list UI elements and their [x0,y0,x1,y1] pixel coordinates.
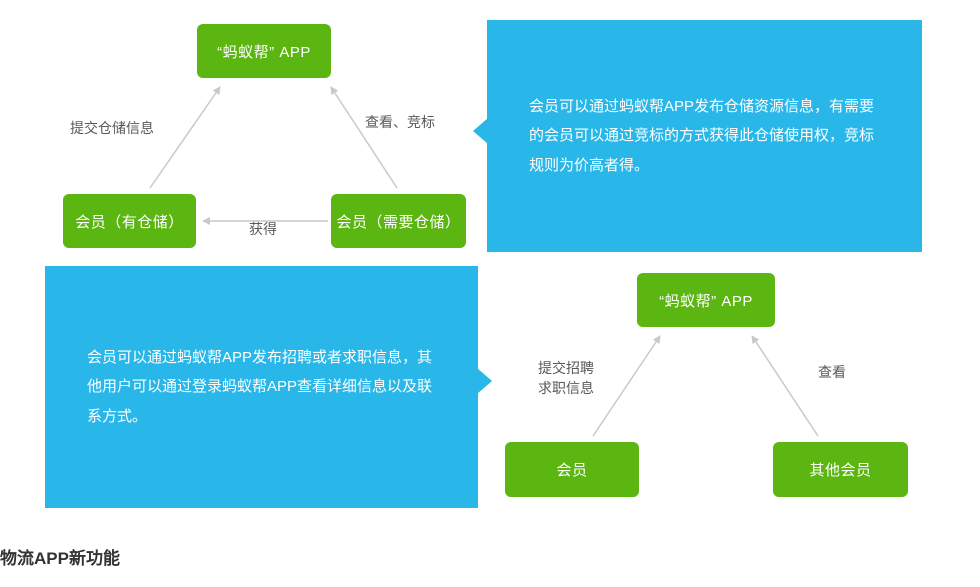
arrow-view [751,335,819,437]
callout-warehouse: 会员可以通过蚂蚁帮APP发布仓储资源信息，有需要的会员可以通过竞标的方式获得此仓… [473,20,922,252]
callout-warehouse-tail [473,118,488,144]
callout-job-tail [477,368,492,394]
arrow-submit-warehouse-info [149,86,221,189]
callout-warehouse-text: 会员可以通过蚂蚁帮APP发布仓储资源信息，有需要的会员可以通过竞标的方式获得此仓… [529,98,875,174]
node-member-has-warehouse: 会员（有仓储） [63,194,196,248]
callout-job-text: 会员可以通过蚂蚁帮APP发布招聘或者求职信息，其他用户可以通过登录蚂蚁帮APP查… [87,349,433,425]
edge-label-view-bid: 查看、竞标 [365,114,435,130]
node-member-needs-warehouse: 会员（需要仓储） [331,194,466,248]
page-title: 物流APP新功能 [0,549,120,568]
node-other-member: 其他会员 [773,442,908,497]
edge-label-submit-warehouse-info: 提交仓储信息 [70,120,154,136]
node-app-warehouse: “蚂蚁帮” APP [197,24,331,78]
callout-job: 会员可以通过蚂蚁帮APP发布招聘或者求职信息，其他用户可以通过登录蚂蚁帮APP查… [45,266,492,508]
node-app-job: “蚂蚁帮” APP [637,273,775,327]
edge-label-view: 查看 [818,364,846,380]
arrow-submit-job-info [592,335,661,437]
edge-label-submit-job-info: 提交招聘 求职信息 [538,360,594,397]
node-member: 会员 [505,442,639,497]
edge-label-obtain: 获得 [249,221,277,237]
arrow-view-bid [330,86,398,189]
